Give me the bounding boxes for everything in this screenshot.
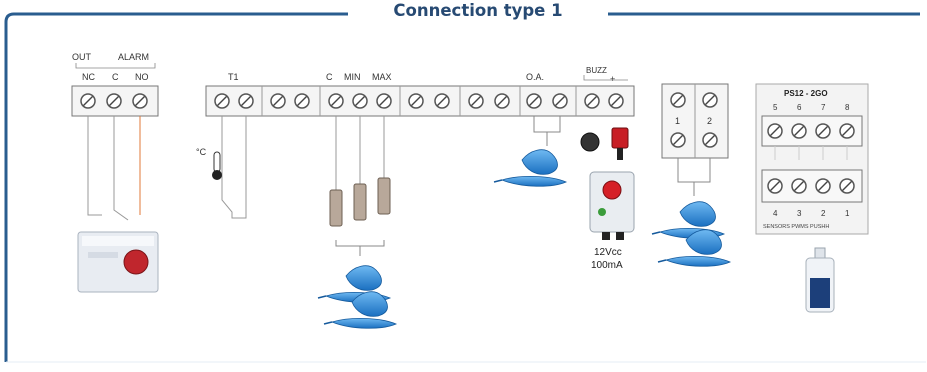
ps12-bottom-number: 2: [821, 209, 826, 218]
screw-icon: [815, 178, 831, 194]
oa-label: O.A.: [526, 72, 544, 82]
out-label: OUT: [72, 52, 92, 62]
ps12-top-number: 5: [773, 103, 778, 112]
ps12-footer: SENSORS PWMS PUSHH: [763, 224, 829, 230]
screw-icon: [670, 92, 686, 108]
buzzer-icon: [580, 127, 629, 160]
screw-icon: [702, 132, 718, 148]
buzz-polarity: +: [610, 74, 615, 84]
diagram-title: Connection type 1: [348, 0, 608, 22]
screw-icon: [839, 178, 855, 194]
ps12-top-number: 6: [797, 103, 802, 112]
screw-icon: [80, 93, 96, 109]
ps12-bottom-number: 3: [797, 209, 802, 218]
screw-icon: [494, 93, 510, 109]
relay-section: OUT ALARM NC C NO: [71, 52, 159, 293]
screw-icon: [702, 92, 718, 108]
screw-icon: [434, 93, 450, 109]
screw-icon: [526, 93, 542, 109]
max-label: MAX: [372, 72, 392, 82]
alarm-label: ALARM: [118, 52, 149, 62]
c-label: C: [326, 72, 333, 82]
ps12-top-number: 8: [845, 103, 850, 112]
relay-terminal-c: C: [112, 72, 119, 82]
screw-icon: [670, 132, 686, 148]
relay-terminal-no: NO: [135, 72, 149, 82]
ps12-section: PS12 - 2GO 5 6 7 8 4 3 2 1 SENSORS PWMS …: [755, 83, 869, 313]
screw-icon: [106, 93, 122, 109]
screw-icon: [352, 93, 368, 109]
screw-icon: [132, 93, 148, 109]
pressure-sensor-icon: [805, 247, 835, 313]
screw-icon: [376, 93, 392, 109]
screw-icon: [608, 93, 624, 109]
screw-icon: [294, 93, 310, 109]
thermometer-icon: [212, 151, 222, 180]
screw-icon: [270, 93, 286, 109]
t1-label: T1: [228, 72, 239, 82]
float-switch-icon: [493, 148, 567, 188]
screw-icon: [584, 93, 600, 109]
buzz-label: BUZZ: [586, 66, 607, 75]
alarm-device-icon: [77, 231, 159, 293]
power-supply-icon: [589, 171, 635, 240]
main-terminal-section: T1 C MIN MAX O.A. BUZZ + °C: [196, 66, 635, 330]
ps12-bottom-number: 1: [845, 209, 850, 218]
screw-icon: [328, 93, 344, 109]
float-terminal-section: 1 2: [651, 83, 731, 268]
screw-icon: [238, 93, 254, 109]
float-terminal-2: 2: [707, 116, 712, 126]
frame-border: [4, 12, 926, 363]
screw-icon: [214, 93, 230, 109]
float-terminal-1: 1: [675, 116, 680, 126]
screw-icon: [468, 93, 484, 109]
level-probe-icon: [329, 177, 391, 227]
min-label: MIN: [344, 72, 361, 82]
power-voltage: 12Vcc: [594, 247, 622, 258]
screw-icon: [791, 123, 807, 139]
temperature-label: °C: [196, 147, 207, 157]
screw-icon: [408, 93, 424, 109]
relay-terminal-nc: NC: [82, 72, 95, 82]
ps12-top-number: 7: [821, 103, 826, 112]
ps12-title: PS12 - 2GO: [784, 89, 828, 98]
screw-icon: [767, 178, 783, 194]
screw-icon: [815, 123, 831, 139]
screw-icon: [552, 93, 568, 109]
power-current: 100mA: [591, 260, 623, 271]
screw-icon: [791, 178, 807, 194]
screw-icon: [767, 123, 783, 139]
screw-icon: [839, 123, 855, 139]
ps12-bottom-number: 4: [773, 209, 778, 218]
